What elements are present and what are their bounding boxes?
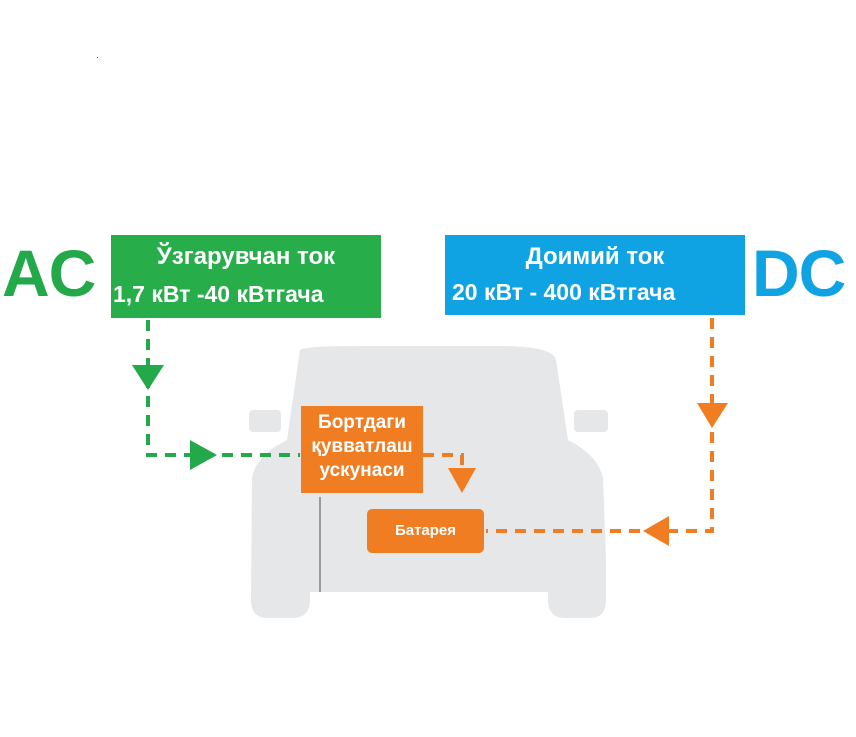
stray-dot [97,57,98,58]
onboard-charger-line-2: қувватлаш [311,436,413,457]
dc-title: Доимий ток [525,243,665,270]
dc-info-box: Доимий ток 20 кВт - 400 кВтгача [445,235,745,315]
ac-info-box: Ўзгарувчан ток 1,7 кВт -40 кВтгача [111,235,381,318]
right-mirror [574,410,608,432]
battery-box: Батарея [367,509,484,553]
ac-label: AC [2,236,96,310]
onboard-charger-line-3: ускунаси [319,460,405,481]
dc-arrow-head-left [643,516,669,546]
onboard-charger-line-1: Бортдаги [318,412,406,433]
ac-title: Ўзгарувчан ток [156,243,336,270]
ac-flow-arrow [146,320,300,457]
charger-arrow-head-down [448,468,476,493]
ac-power-range: 1,7 кВт -40 кВтгача [113,281,324,307]
dc-flow-arrow [486,318,714,533]
ac-arrow-head-down [132,365,164,390]
dc-arrow-head-down [697,403,728,428]
onboard-charger-box: Бортдаги қувватлаш ускунаси [301,406,423,493]
ac-arrow-head-right [190,440,217,470]
left-mirror [249,410,281,432]
dc-power-range: 20 кВт - 400 кВтгача [452,279,676,305]
dc-label: DC [752,236,846,310]
